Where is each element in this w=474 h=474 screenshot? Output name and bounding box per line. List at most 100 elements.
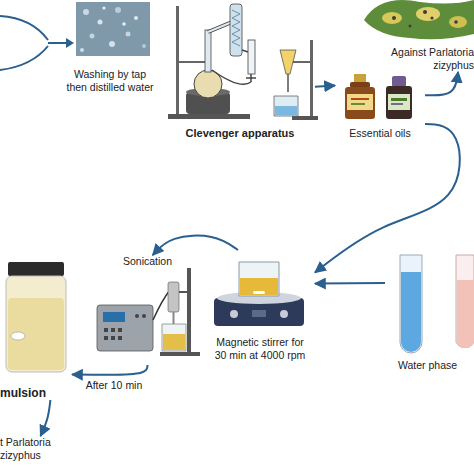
- oil-bottles: [351, 103, 365, 105]
- test-tubes: [400, 255, 422, 353]
- flow-arrow: [72, 365, 148, 375]
- washing-photo: [142, 44, 146, 48]
- step-node: mulsion: [0, 250, 72, 400]
- oil-bottles: [386, 86, 412, 119]
- clevenger-apparatus: [205, 30, 211, 72]
- washing-photo: [134, 16, 138, 20]
- sonicator: [153, 290, 170, 320]
- emulsion-jar: [6, 276, 66, 372]
- oil-bottles: [391, 103, 403, 105]
- infested-leaf: [382, 12, 402, 24]
- step-caption: t Parlatoria zizyphus: [0, 436, 80, 462]
- sonicator: [103, 312, 125, 322]
- test-tubes: [400, 255, 474, 353]
- flow-arrow: [425, 72, 458, 95]
- sonicator: [162, 324, 186, 351]
- washing-photo: [122, 22, 126, 26]
- step-caption: Magnetic stirrer for 30 min at 4000 rpm: [210, 336, 310, 362]
- washing-photo: [90, 34, 95, 39]
- step-node: t Parlatoria zizyphus: [0, 436, 90, 472]
- sonicator: [97, 268, 200, 356]
- infested-leaf: [454, 20, 458, 24]
- flow-arrow: [153, 236, 238, 255]
- infested-leaf: [416, 7, 440, 21]
- washing-photo: [80, 48, 84, 52]
- magnetic-stirrer: [280, 310, 288, 318]
- sonicator: [160, 352, 200, 356]
- clevenger-apparatus: [287, 74, 289, 92]
- oil-bottles: [388, 94, 410, 110]
- step-node: Clevenger apparatus: [165, 0, 315, 140]
- clevenger-apparatus: [168, 114, 250, 119]
- clevenger-apparatus: [248, 40, 255, 74]
- washing-photo: [109, 41, 115, 47]
- edge-label: After 10 min: [76, 379, 152, 392]
- sonicator: [118, 336, 122, 340]
- magnetic-stirrer: [214, 262, 304, 326]
- clevenger-apparatus: [168, 4, 318, 120]
- magnetic-stirrer: [253, 291, 265, 294]
- flow-arrow: [315, 124, 460, 272]
- infested-leaf: [449, 16, 467, 28]
- oil-bottles: [392, 76, 406, 87]
- oil-bottles: [351, 98, 369, 100]
- magnetic-stirrer: [239, 262, 279, 296]
- sonicator: [97, 305, 153, 351]
- oil-bottles: [345, 74, 412, 119]
- entry-arrows: [66, 38, 74, 48]
- sonicator: [135, 314, 139, 318]
- clevenger-apparatus: [208, 22, 232, 32]
- flow-arrow: [315, 282, 385, 285]
- clevenger-apparatus: [275, 106, 297, 115]
- clevenger-apparatus: [242, 50, 248, 52]
- emulsion-jar: [6, 262, 66, 372]
- washing-photo: [126, 32, 131, 37]
- flow-arrow: [41, 400, 51, 436]
- step-caption: Clevenger apparatus: [186, 127, 295, 140]
- test-tubes: [456, 255, 474, 348]
- infested-leaf: [364, 0, 474, 39]
- test-tubes: [457, 280, 474, 348]
- infested-leaf: [423, 10, 427, 14]
- flow-arrow: [315, 86, 335, 87]
- oil-bottles: [347, 94, 373, 110]
- washing-photo: [102, 6, 105, 9]
- step-node: Washing by tap then distilled water: [55, 2, 165, 94]
- entry-arrows: [48, 42, 66, 44]
- magnetic-stirrer: [252, 310, 266, 317]
- step-caption: mulsion: [0, 387, 46, 400]
- oil-bottles: [345, 87, 375, 119]
- washing-photo: [83, 9, 89, 15]
- step-node: Magnetic stirrer for 30 min at 4000 rpm: [205, 250, 315, 362]
- step-caption: Sonication: [123, 255, 172, 268]
- sonicator: [104, 328, 108, 332]
- entry-arrows: [0, 16, 48, 40]
- sonicator: [111, 328, 115, 332]
- sonicator: [104, 336, 108, 340]
- sonicator: [142, 314, 146, 318]
- washing-photo: [76, 2, 150, 56]
- infested-leaf: [409, 25, 412, 28]
- step-caption: Essential oils: [349, 127, 410, 140]
- step-node: Essential oils: [335, 76, 425, 140]
- entry-arrows: [0, 46, 48, 70]
- sonicator: [111, 336, 115, 340]
- clevenger-apparatus: [232, 10, 240, 46]
- sonicator: [163, 334, 185, 350]
- step-caption: Washing by tap then distilled water: [64, 68, 156, 94]
- sonicator: [118, 328, 122, 332]
- step-node: Sonication: [95, 255, 200, 365]
- infested-leaf: [430, 16, 433, 19]
- emulsion-jar: [11, 332, 25, 340]
- oil-bottles: [391, 98, 407, 101]
- magnetic-stirrer: [217, 292, 301, 304]
- step-node: Against Parlatoria zizyphus: [368, 0, 474, 72]
- clevenger-apparatus: [280, 50, 296, 74]
- clevenger-apparatus: [230, 4, 242, 56]
- clevenger-apparatus: [246, 74, 256, 82]
- clevenger-apparatus: [212, 70, 251, 84]
- emulsion-jar: [8, 298, 64, 370]
- clevenger-apparatus: [208, 22, 232, 32]
- entry-arrows: [0, 16, 74, 70]
